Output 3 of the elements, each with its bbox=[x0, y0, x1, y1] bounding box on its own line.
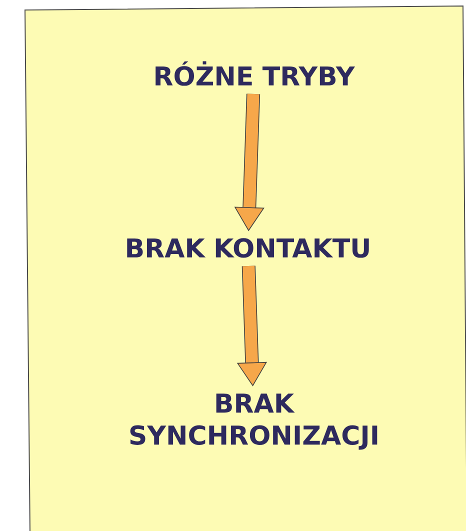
text-label: BRAK SYNCHRONIZACJI bbox=[130, 394, 378, 450]
text-label: BRAK KONTAKTU bbox=[127, 238, 369, 258]
text-label: RÓŻNE TRYBY bbox=[156, 61, 355, 86]
